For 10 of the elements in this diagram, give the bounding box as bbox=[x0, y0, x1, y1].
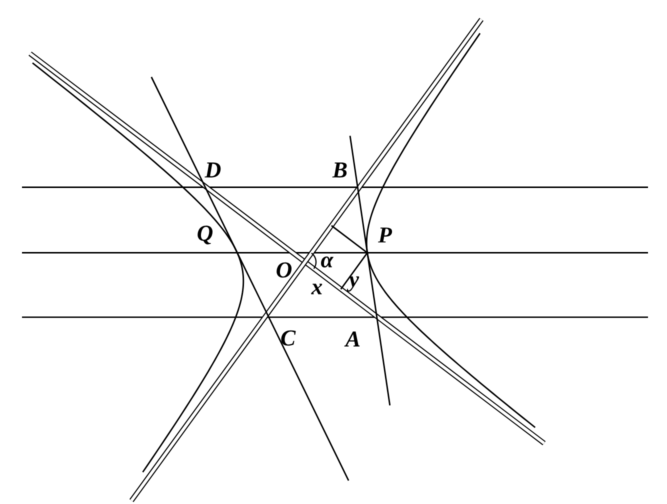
point-label: B bbox=[332, 162, 347, 178]
point-label: A bbox=[344, 332, 360, 346]
point-label: D bbox=[204, 162, 221, 178]
angle-label: y bbox=[346, 276, 360, 292]
angle-label: x bbox=[311, 284, 322, 294]
point-label: P bbox=[378, 228, 392, 242]
point-label: C bbox=[281, 330, 296, 346]
point-label: O bbox=[276, 262, 292, 278]
point-label: Q bbox=[198, 226, 213, 244]
angle-label: α bbox=[321, 256, 334, 268]
